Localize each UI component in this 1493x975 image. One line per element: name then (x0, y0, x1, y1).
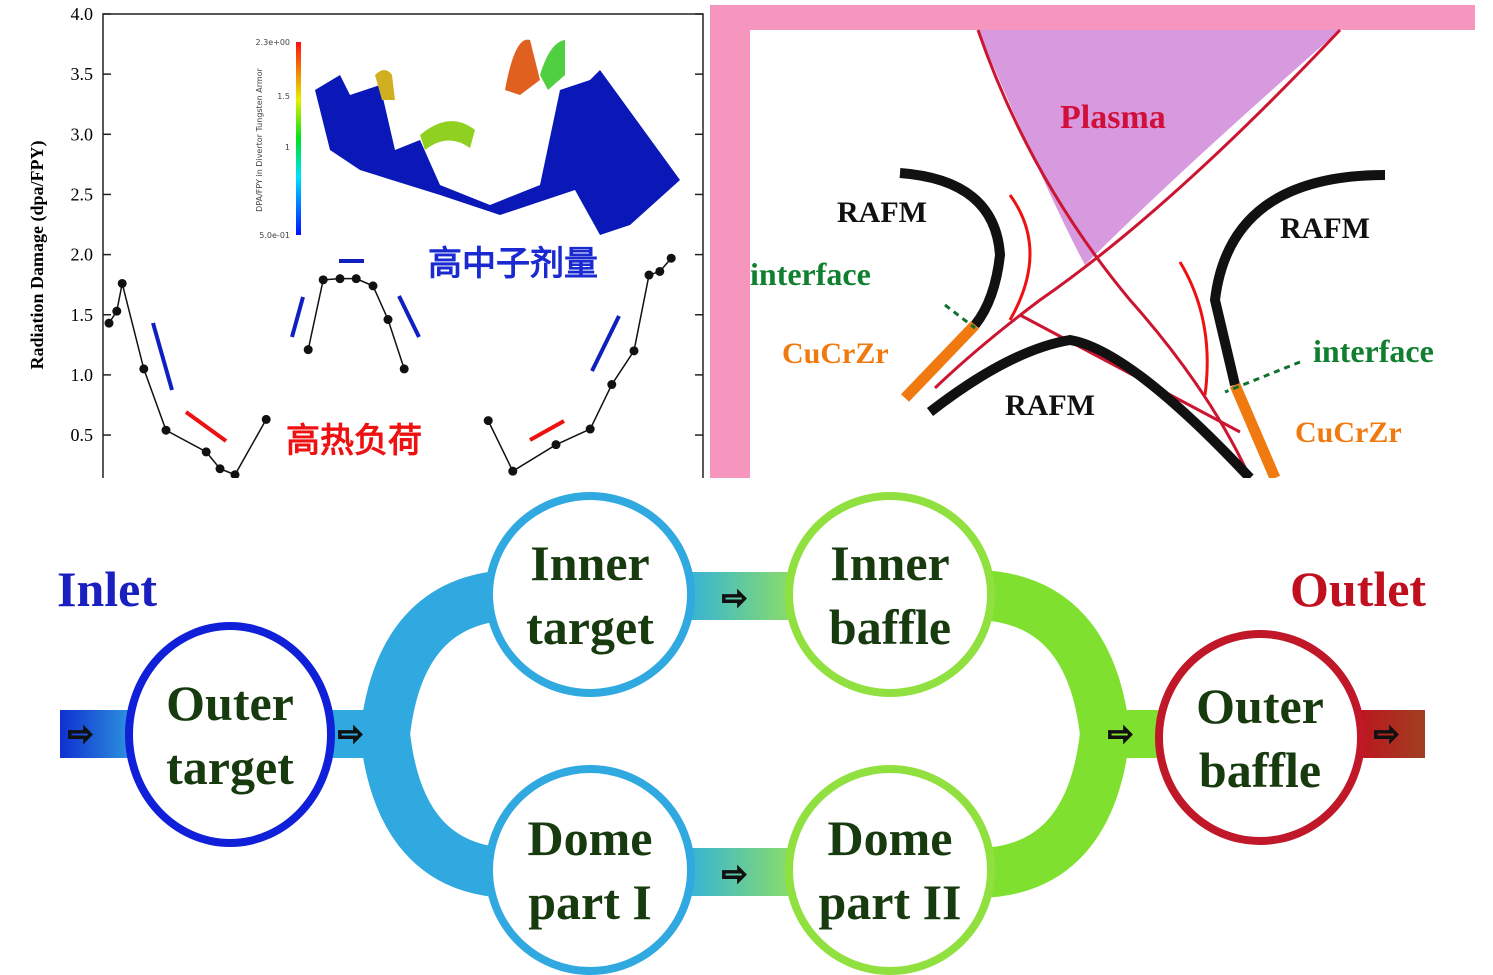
data-point (230, 470, 240, 478)
svg-text:⇨: ⇨ (722, 581, 747, 616)
colorbar-tick: 1.5 (277, 92, 290, 101)
series-line-outer (108, 283, 267, 476)
data-point (383, 315, 393, 325)
plasma-label: Plasma (1060, 99, 1166, 136)
data-point (318, 275, 328, 285)
data-point (335, 274, 345, 284)
y-tick-label: 4.0 (71, 4, 94, 24)
y-tick-label: 2.5 (71, 184, 94, 204)
data-point (508, 466, 518, 476)
high-heat-label: 高热负荷 (286, 421, 422, 461)
data-point (261, 414, 271, 424)
high-neutron-label: 高中子剂量 (428, 244, 598, 284)
y-axis-label: Radiation Damage (dpa/FPY) (27, 140, 48, 369)
interface-right-label: interface (1313, 333, 1434, 369)
data-point (368, 281, 378, 291)
neutron-markers (151, 259, 621, 391)
data-point (139, 364, 149, 374)
data-point (201, 447, 211, 457)
plasma-region (978, 30, 1340, 265)
flow-arrow-icons: ⇨ ⇨ ⇨ ⇨ ⇨ ⇨ (67, 580, 1400, 893)
y-tick-label: 2.0 (71, 245, 94, 265)
colorbar-label: DPA/FPY in Divertor Tungsten Armor (255, 67, 264, 211)
radiation-damage-chart: 0.5 1.0 1.5 2.0 2.5 3.0 3.5 4.0 DPA/FPY in Dive… (27, 4, 704, 478)
rafm-bottom-label: RAFM (1005, 389, 1095, 422)
colorbar-tick: 1 (285, 143, 290, 152)
data-point (399, 364, 409, 374)
svg-text:⇨: ⇨ (338, 717, 363, 752)
data-point (161, 425, 171, 435)
divertor-schematic: Plasma RAFM RAFM RAFM interface interfac… (710, 5, 1493, 478)
y-tick-label: 1.0 (71, 365, 94, 385)
data-point (655, 266, 665, 276)
data-point (483, 416, 493, 426)
series-line-dome (307, 277, 405, 370)
node-dome-part-2: Dome part II (785, 765, 995, 975)
data-point (117, 278, 127, 288)
node-inner-target: Inner target (485, 492, 695, 697)
plot-frame (102, 13, 704, 478)
rafm-right-label: RAFM (1280, 212, 1370, 245)
data-point (585, 424, 595, 434)
colorbar (296, 42, 301, 235)
svg-text:⇨: ⇨ (68, 717, 93, 752)
node-inner-baffle: Inner baffle (785, 492, 995, 697)
rafm-left-label: RAFM (837, 196, 927, 229)
data-point (607, 380, 617, 390)
data-point (629, 346, 639, 356)
cooling-flow-diagram: ⇨ ⇨ ⇨ ⇨ ⇨ ⇨ (60, 570, 1425, 898)
y-tick-label: 1.5 (71, 305, 94, 325)
series-line-inner (487, 257, 672, 473)
svg-text:⇨: ⇨ (1374, 717, 1399, 752)
data-point (551, 440, 561, 450)
inlet-label: Inlet (57, 561, 157, 617)
node-outer-baffle: Outer baffle (1155, 630, 1365, 845)
outlet-label: Outlet (1290, 561, 1427, 617)
interface-left-label: interface (750, 256, 871, 292)
data-point (351, 274, 361, 284)
data-point (215, 464, 225, 474)
svg-text:⇨: ⇨ (1108, 717, 1133, 752)
heat-markers (184, 410, 565, 443)
colorbar-min: 5.0e-01 (259, 231, 290, 240)
data-point (666, 253, 676, 263)
divertor-3d-inset (296, 39, 680, 235)
data-point (112, 306, 122, 316)
cucrzr-right-label: CuCrZr (1295, 416, 1402, 449)
data-point (104, 318, 114, 328)
svg-text:⇨: ⇨ (722, 857, 747, 892)
data-point (644, 270, 654, 280)
cucrzr-left-label: CuCrZr (782, 337, 889, 370)
node-dome-part-1: Dome part I (485, 765, 695, 975)
y-tick-label: 3.5 (71, 64, 94, 84)
node-outer-target: Outer target (125, 622, 335, 847)
colorbar-max: 2.3e+00 (255, 38, 290, 47)
y-tick-label: 0.5 (71, 425, 94, 445)
data-point (303, 345, 313, 355)
y-tick-label: 3.0 (71, 124, 94, 144)
